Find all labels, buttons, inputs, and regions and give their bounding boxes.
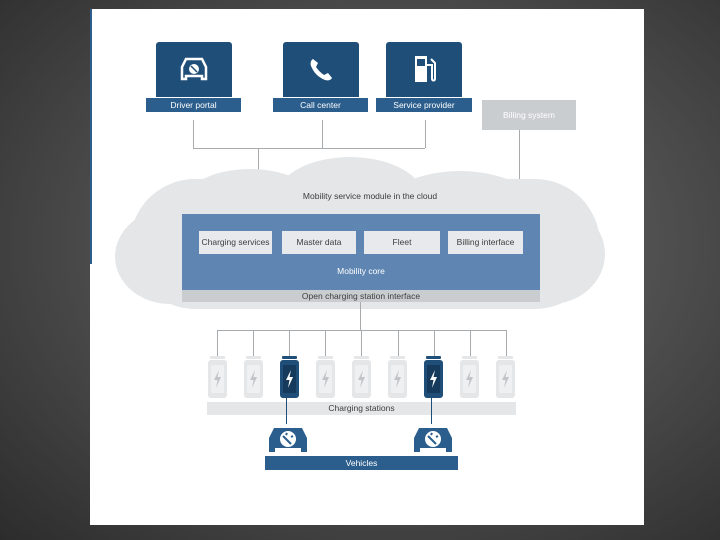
driver-portal-monitor (156, 42, 232, 97)
vehicle-icon (269, 428, 307, 452)
call-center-label: Call center (273, 98, 368, 112)
connector-line (519, 130, 520, 216)
charging-station-icon (316, 356, 335, 398)
connector-line (434, 330, 435, 357)
connector-line (258, 148, 259, 170)
service-provider-monitor (386, 42, 462, 97)
open-charging-interface-bar: Open charging station interface (182, 290, 540, 302)
module-fleet: Fleet (364, 231, 440, 254)
connector-line (361, 330, 362, 357)
charging-station-active-icon (424, 356, 443, 398)
connector-line (193, 120, 194, 148)
diagram-slide: Mobility service module in the cloud Dri… (90, 9, 644, 525)
charging-station-icon (460, 356, 479, 398)
call-center-monitor (283, 42, 359, 97)
connector-line (470, 330, 471, 357)
charging-station-icon (244, 356, 263, 398)
connector-line (506, 330, 507, 357)
mobility-core: Charging services Master data Fleet Bill… (182, 214, 540, 290)
vehicle-icon (414, 428, 452, 452)
module-charging-services: Charging services (199, 231, 272, 254)
charging-station-icon (208, 356, 227, 398)
connector-line (425, 120, 426, 148)
charging-station-icon (496, 356, 515, 398)
connector-line (289, 330, 290, 357)
connector-line (253, 330, 254, 357)
slide-accent-bar (90, 9, 92, 264)
fuel-pump-icon (415, 55, 436, 82)
mobility-core-label: Mobility core (337, 266, 385, 276)
connector-line (431, 398, 432, 424)
driver-portal-label: Driver portal (146, 98, 241, 112)
connector-line (286, 398, 287, 424)
connector-line (217, 330, 218, 357)
cloud-title: Mobility service module in the cloud (302, 191, 438, 201)
phone-icon (310, 58, 332, 80)
connector-line (193, 148, 425, 149)
charging-station-active-icon (280, 356, 299, 398)
module-billing-interface: Billing interface (448, 231, 523, 254)
charging-station-icon (352, 356, 371, 398)
charging-stations-label: Charging stations (207, 402, 516, 415)
charging-station-icon (388, 356, 407, 398)
connector-line (325, 330, 326, 357)
vehicles-label: Vehicles (265, 456, 458, 470)
connector-line (322, 120, 323, 148)
connector-line (360, 302, 361, 331)
service-provider-label: Service provider (376, 98, 472, 112)
billing-system-box: Billing system (482, 100, 576, 130)
connector-line (398, 330, 399, 357)
car-charging-icon (180, 57, 208, 80)
module-master-data: Master data (282, 231, 356, 254)
